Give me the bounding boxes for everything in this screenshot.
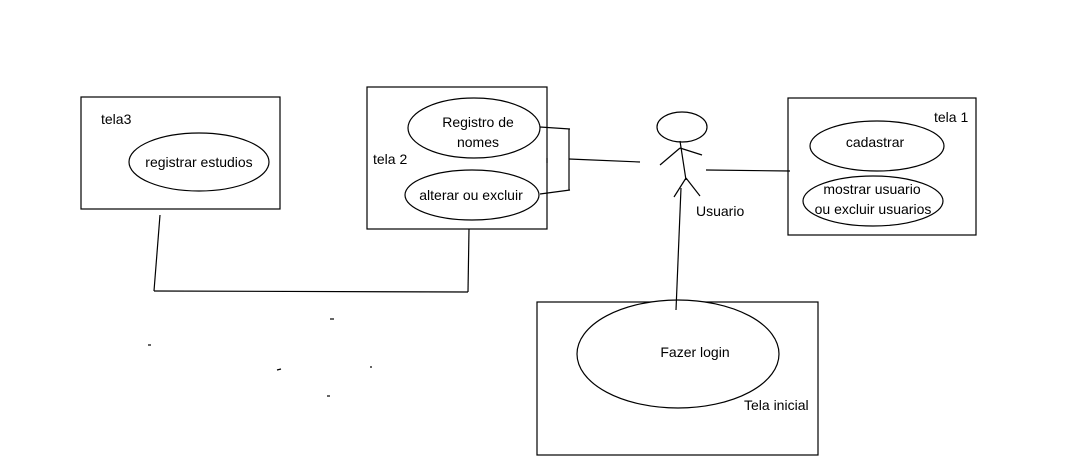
connector-tela3-down	[153, 214, 161, 292]
screen-tela-inicial: Fazer login Tela inicial	[536, 299, 819, 456]
screen-tela1-label: tela 1	[934, 109, 968, 125]
screen-tela-inicial-label: Tela inicial	[744, 397, 809, 413]
connector-actor-login	[675, 187, 682, 311]
connector-actor-tela1	[705, 169, 791, 172]
actor-body	[679, 140, 687, 181]
use-case-cadastrar	[809, 120, 945, 172]
use-case-registrar-estudios-label: registrar estudios	[145, 154, 252, 170]
actor-usuario: Usuario	[656, 111, 744, 219]
use-case-fazer-login-label: Fazer login	[660, 344, 729, 360]
actor-leg-left	[673, 177, 687, 198]
use-case-cadastrar-label: cadastrar	[846, 134, 905, 150]
actor-leg-right	[685, 177, 701, 197]
screen-tela1-frame	[787, 97, 977, 236]
stray-marks	[148, 318, 372, 397]
connector-tela2-down	[467, 228, 470, 293]
stray-mark	[276, 368, 282, 371]
connector-registro-stub	[539, 126, 571, 130]
screen-tela3: tela3 registrar estudios	[80, 96, 281, 210]
screen-tela2-label: tela 2	[373, 151, 407, 167]
use-case-registro-de-nomes	[407, 97, 541, 159]
use-case-mostrar-ou-excluir-usuarios	[802, 175, 944, 227]
screen-tela2: tela 2 Registro de nomes alterar ou excl…	[366, 86, 548, 230]
actor-label: Usuario	[696, 203, 744, 219]
connector-alterar-stub	[539, 189, 571, 195]
connector-tela2-actor	[568, 158, 641, 163]
actor-arm-right	[679, 147, 703, 156]
connector-tela3-tela2	[153, 290, 469, 293]
screen-tela1: tela 1 cadastrar mostrar usuario ou excl…	[787, 97, 977, 236]
screen-tela3-label: tela3	[101, 111, 132, 127]
use-case-alterar-ou-excluir-label: alterar ou excluir	[419, 187, 523, 203]
use-case-registro-de-nomes-line2: nomes	[457, 134, 499, 150]
use-case-registro-de-nomes-line1: Registro de	[442, 114, 514, 130]
use-case-alterar-ou-excluir	[404, 169, 540, 221]
actor-head	[656, 111, 708, 143]
use-case-fazer-login	[576, 299, 780, 409]
use-case-mostrar-ou-excluir-usuarios-line2: ou excluir usuarios	[815, 201, 932, 217]
screen-tela3-frame	[80, 96, 281, 210]
use-case-mostrar-ou-excluir-usuarios-line1: mostrar usuario	[823, 181, 920, 197]
actor-arm-left	[659, 147, 681, 166]
connectors	[153, 126, 791, 311]
use-case-registrar-estudios	[128, 132, 270, 192]
